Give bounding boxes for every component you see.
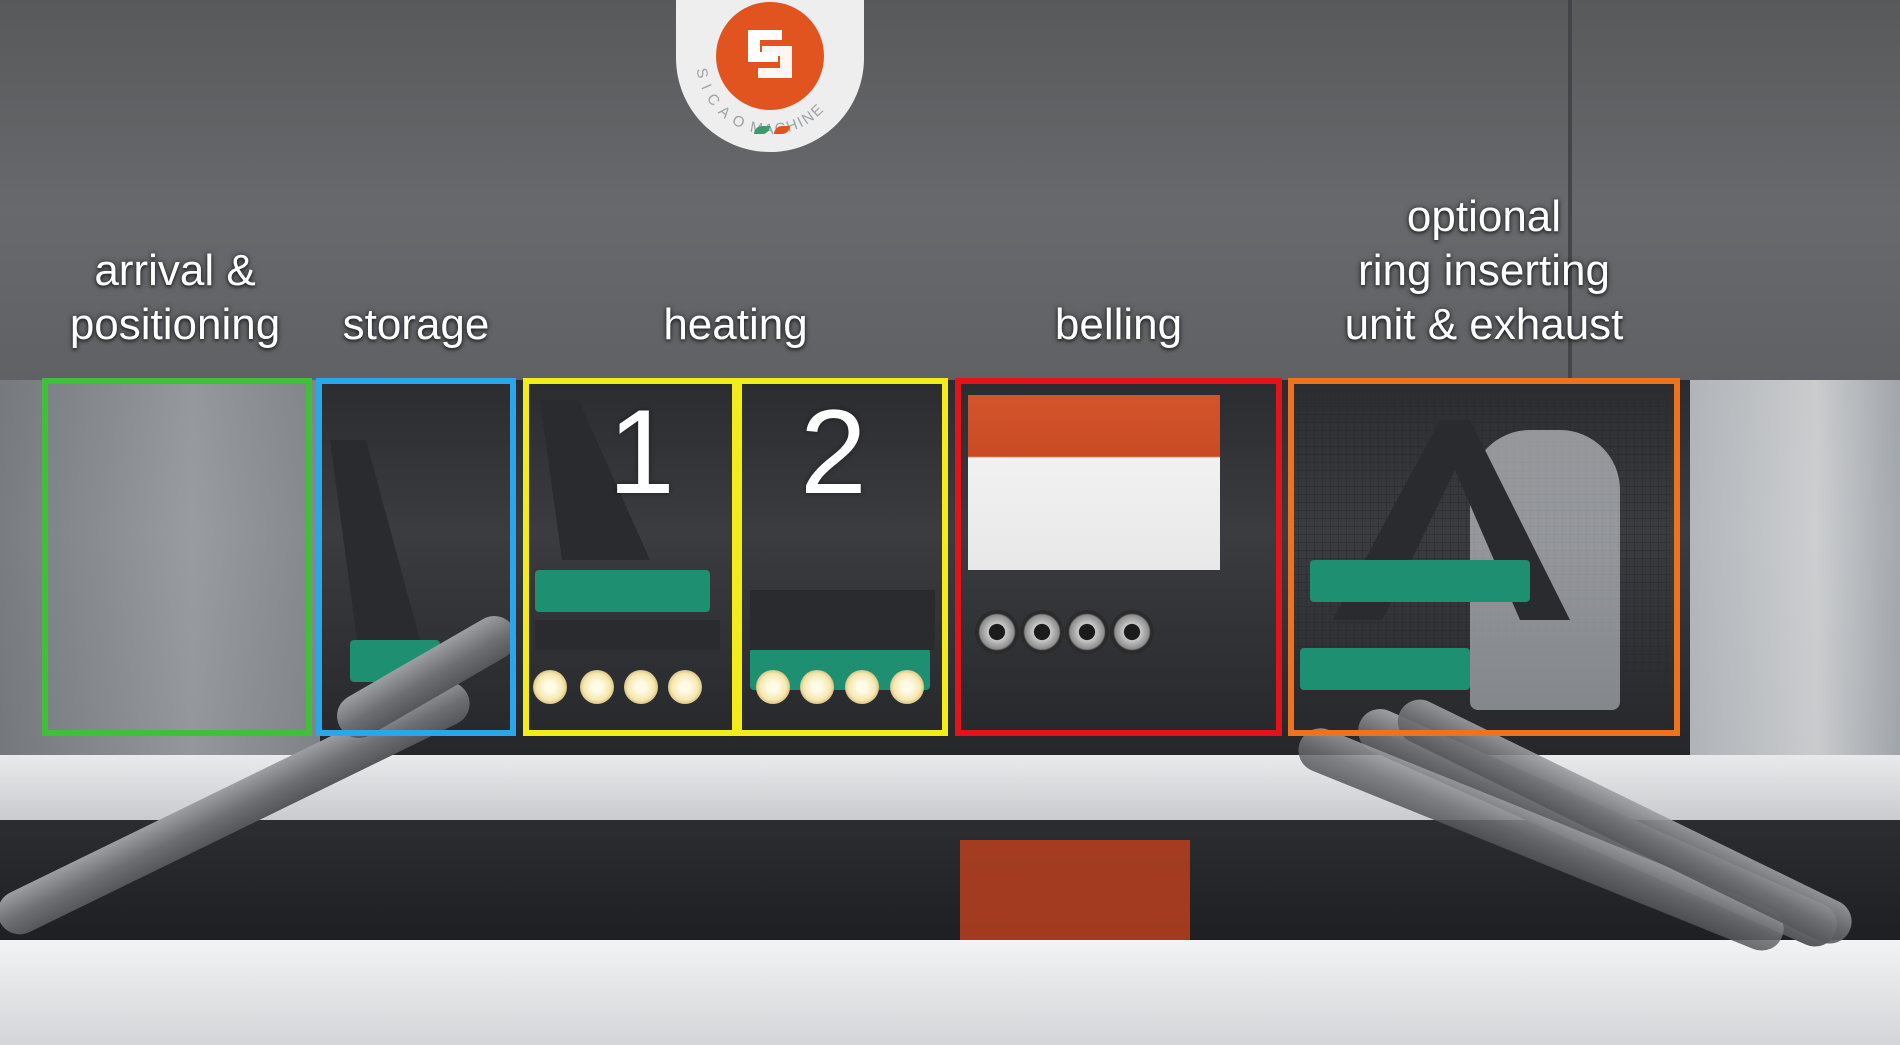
zone-arrival-label: arrival & positioning: [69, 246, 281, 349]
right-glass: [1690, 380, 1900, 760]
heater-light: [580, 670, 614, 704]
panel-seam: [1568, 0, 1572, 380]
exhaust-clamp: [1310, 560, 1530, 602]
heating-plate-1: [535, 620, 720, 650]
heating-step-2: 2: [800, 385, 867, 519]
left-glass: [0, 380, 320, 760]
lower-red-unit: [960, 840, 1190, 950]
heater-light: [533, 670, 567, 704]
belling-disc: [1110, 610, 1154, 654]
brand-logo: S I C A O MACHINE: [676, 0, 864, 152]
zone-ring-label: optional ring inserting unit & exhaust: [1344, 192, 1624, 349]
heating-step-1: 1: [608, 385, 675, 519]
heating-clamp-1: [535, 570, 710, 612]
belling-mold: [968, 395, 1220, 570]
zone-heating-label: heating: [663, 300, 808, 349]
logo-ring-text: S I C A O MACHINE: [692, 67, 826, 138]
belling-disc: [1020, 610, 1064, 654]
leaf-icon: [754, 126, 770, 134]
heating-plate-2: [750, 590, 935, 650]
logo-emblem: [716, 2, 824, 110]
zone-ring-box: [1288, 378, 1680, 736]
zone-storage-box: [316, 378, 516, 736]
heater-light: [890, 670, 924, 704]
zone-belling-box: [955, 378, 1282, 736]
heater-light: [624, 670, 658, 704]
belling-disc: [1065, 610, 1109, 654]
heater-light: [668, 670, 702, 704]
logo-mark-icon: [748, 30, 792, 78]
zone-heating-1-box: [523, 378, 738, 736]
heater-light: [756, 670, 790, 704]
exhaust-clamp-lower: [1300, 648, 1470, 690]
belling-disc: [975, 610, 1019, 654]
machine-top-panel: [0, 0, 1900, 380]
zone-storage-label: storage: [342, 300, 490, 349]
heater-light: [845, 670, 879, 704]
leaf-icon: [774, 126, 790, 134]
zone-belling-label: belling: [1054, 300, 1183, 349]
zone-heating-2-box: [736, 378, 948, 736]
zone-arrival-box: [42, 378, 312, 736]
front-rail-lower: [0, 940, 1900, 1045]
heater-light: [800, 670, 834, 704]
